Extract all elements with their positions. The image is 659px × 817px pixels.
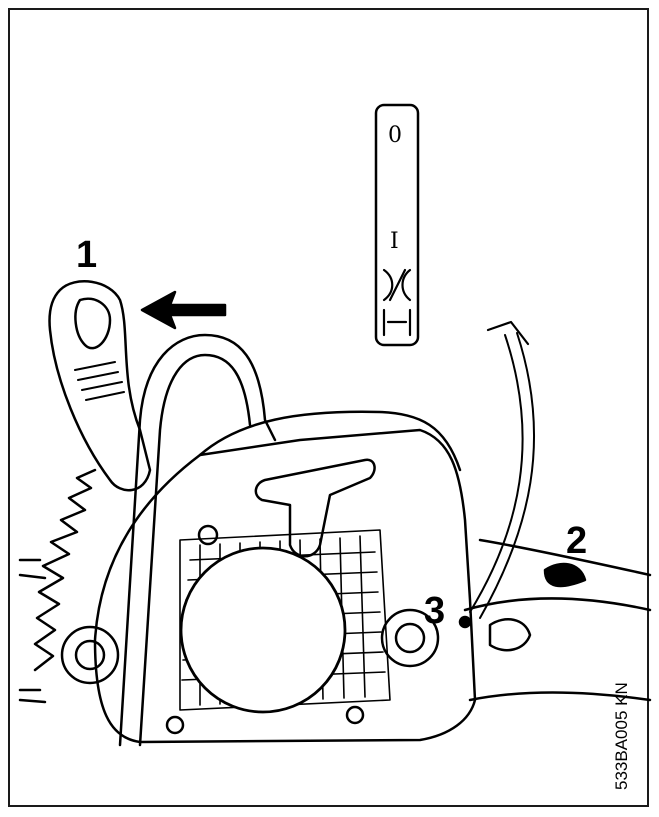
rear-handle: [463, 538, 652, 702]
top-cover: [198, 410, 462, 472]
callout-2: 2: [566, 520, 588, 562]
callout-3: 3: [424, 590, 446, 632]
saw-chain: [18, 468, 97, 704]
run-position-symbol: I: [390, 229, 399, 254]
starter-grip: [254, 458, 376, 558]
lever-motion-arrow: [469, 320, 536, 619]
chain-brake-lever: [48, 280, 152, 492]
direction-arrow-icon: [140, 290, 227, 330]
callout-1: 1: [76, 234, 98, 276]
master-control-lever: [458, 615, 532, 652]
stop-position-symbol: 0: [388, 123, 402, 148]
starter-cover: [179, 546, 347, 714]
control-position-indicator: [374, 103, 420, 347]
figure-code: 533BA005 KN: [612, 682, 631, 790]
throttle-trigger: [543, 562, 587, 588]
housing-bolts: [60, 524, 440, 735]
front-handle: [118, 333, 277, 747]
